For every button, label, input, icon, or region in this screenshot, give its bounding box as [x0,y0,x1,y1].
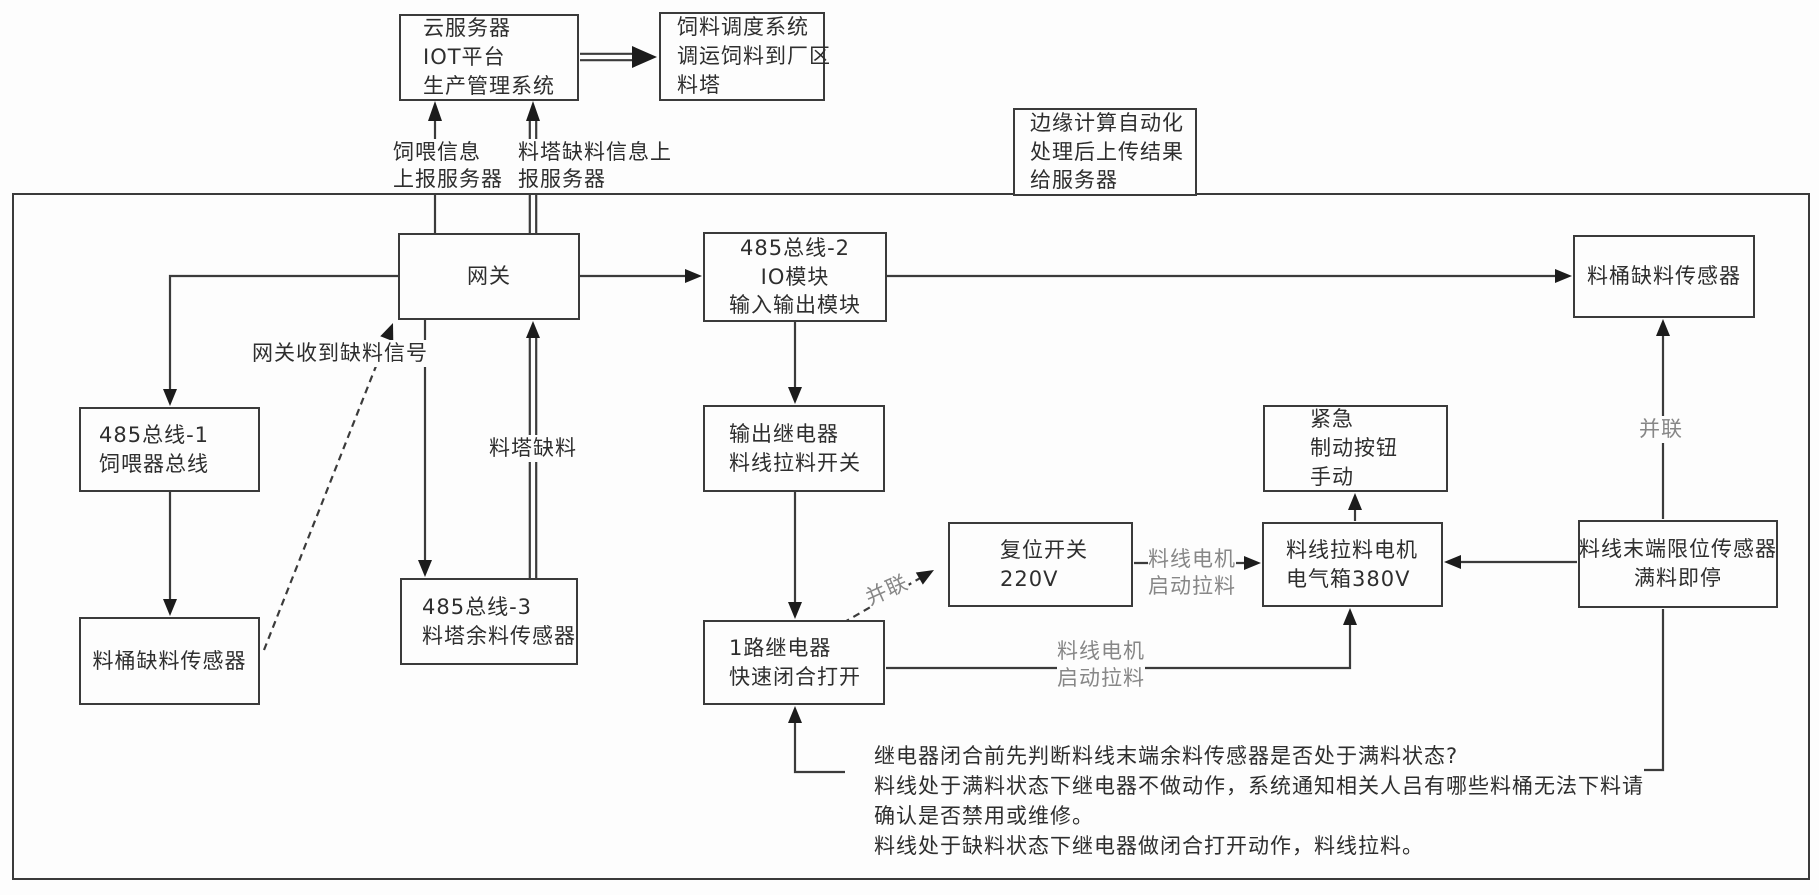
node-emergency-stop-line: 手动 [1310,464,1354,489]
label-motor-start-label-1-line: 启动拉料 [1148,574,1236,598]
node-bucket-sensor-left: 料桶缺料传感器 [79,617,260,705]
node-output-relay: 输出继电器料线拉料开关 [703,405,885,492]
node-limit-sensor-line: 满料即停 [1634,566,1722,590]
node-feed-dispatch: 饲料调度系统调运饲料到厂区料塔 [659,12,831,101]
node-emergency-stop: 紧急制动按钮手动 [1263,405,1448,492]
node-cloud-server-line: 生产管理系统 [423,73,555,98]
connector-relay1-to-motor [886,622,1352,670]
node-motor-cabinet-line: 电气箱380V [1286,566,1411,591]
node-bucket-sensor-right: 料桶缺料传感器 [1573,235,1755,318]
label-silo-info-label: 料塔缺料信息上报服务器 [518,139,672,193]
label-motor-start-label-2-line: 料线电机 [1057,639,1145,663]
label-relay-note-line: 料线处于满料状态下继电器不做动作，系统通知相关人吕有哪些料桶无法下料请 [874,774,1644,798]
node-limit-sensor: 料线末端限位传感器满料即停 [1578,520,1778,608]
node-io-module-line: IO模块 [760,264,830,289]
node-bus3-silo: 485总线-3 料塔余料传感器 [400,578,578,665]
node-reset-switch: 复位开关 220V [948,522,1133,607]
node-relay-1ch-line: 快速闭合打开 [729,664,861,689]
node-bucket-sensor-left-line: 料桶缺料传感器 [92,648,247,673]
label-silo-info-label-line: 报服务器 [518,167,606,191]
node-edge-computing-line: 给服务器 [1030,168,1118,193]
node-emergency-stop-line: 制动按钮 [1310,436,1398,461]
node-output-relay-line: 料线拉料开关 [729,450,861,475]
connector-cloud-to-dispatch [580,52,636,62]
node-reset-switch-line: 220V [1000,566,1059,591]
connector-bucket-left-to-gateway [262,336,389,651]
node-relay-1ch: 1路继电器快速闭合打开 [703,620,885,705]
label-silo-info-label-line: 料塔缺料信息上 [518,140,672,164]
label-parallel-label-2: 并联 [1639,416,1683,443]
label-relay-note: 继电器闭合前先判断料线末端余料传感器是否处于满料状态? 料线处于满料状态下继电器不… [874,741,1644,861]
node-edge-computing-line: 边缘计算自动化 [1030,110,1184,135]
node-motor-cabinet: 料线拉料电机电气箱380V [1262,522,1443,607]
node-cloud-server-line: 云服务器 [423,16,511,41]
label-feed-info-label-line: 上报服务器 [393,167,503,191]
label-feed-info-label-line: 饲喂信息 [393,140,481,164]
connector-gateway-to-bus1 [168,274,398,392]
node-edge-computing: 边缘计算自动化处理后上传结果给服务器 [1013,108,1197,196]
connector-note-to-relay1 [793,720,845,774]
node-relay-1ch-line: 1路继电器 [729,635,832,660]
node-feed-dispatch-line: 调运饲料到厂区 [677,44,831,69]
node-io-module-line: 输入输出模块 [729,293,861,318]
node-cloud-server-line: IOT平台 [423,45,506,70]
node-edge-computing-line: 处理后上传结果 [1030,139,1184,164]
label-motor-start-label-1: 料线电机启动拉料 [1148,546,1236,600]
label-gateway-received-label: 网关收到缺料信号 [252,340,428,367]
label-relay-note-line: 确认是否禁用或维修。 [874,804,1094,828]
node-feed-dispatch-line: 饲料调度系统 [677,15,809,40]
node-gateway: 网关 [398,233,580,320]
node-bus1-feeder-line: 485总线-1 [99,422,210,447]
node-emergency-stop-line: 紧急 [1310,407,1354,432]
label-parallel-label-2-line: 并联 [1639,417,1683,441]
label-relay-note-line: 料线处于缺料状态下继电器做闭合打开动作，料线拉料。 [874,834,1424,858]
node-bus3-silo-line: 485总线-3 [422,594,533,619]
node-io-module-line: 485总线-2 [739,235,851,260]
node-motor-cabinet-line: 料线拉料电机 [1286,537,1418,562]
label-motor-start-label-2: 料线电机启动拉料 [1057,638,1145,692]
label-motor-start-label-2-line: 启动拉料 [1057,666,1145,690]
label-relay-note-line: 继电器闭合前先判断料线末端余料传感器是否处于满料状态? [874,744,1459,768]
node-cloud-server: 云服务器 IOT平台生产管理系统 [399,14,579,101]
label-silo-lack-label-line: 料塔缺料 [489,436,577,460]
label-gateway-received-label-line: 网关收到缺料信号 [252,341,428,365]
node-limit-sensor-line: 料线末端限位传感器 [1579,537,1777,562]
label-silo-lack-label: 料塔缺料 [489,435,577,462]
node-bus3-silo-line: 料塔余料传感器 [422,623,576,648]
node-feed-dispatch-line: 料塔 [677,72,721,97]
node-reset-switch-line: 复位开关 [1000,537,1088,562]
label-feed-info-label: 饲喂信息上报服务器 [393,139,503,193]
node-output-relay-line: 输出继电器 [729,421,839,446]
node-bucket-sensor-right-line: 料桶缺料传感器 [1587,264,1741,289]
label-motor-start-label-1-line: 料线电机 [1148,547,1236,571]
node-bus1-feeder: 485总线-1 饲喂器总线 [79,407,260,492]
node-bus1-feeder-line: 饲喂器总线 [99,451,209,476]
node-gateway-line: 网关 [467,264,511,289]
